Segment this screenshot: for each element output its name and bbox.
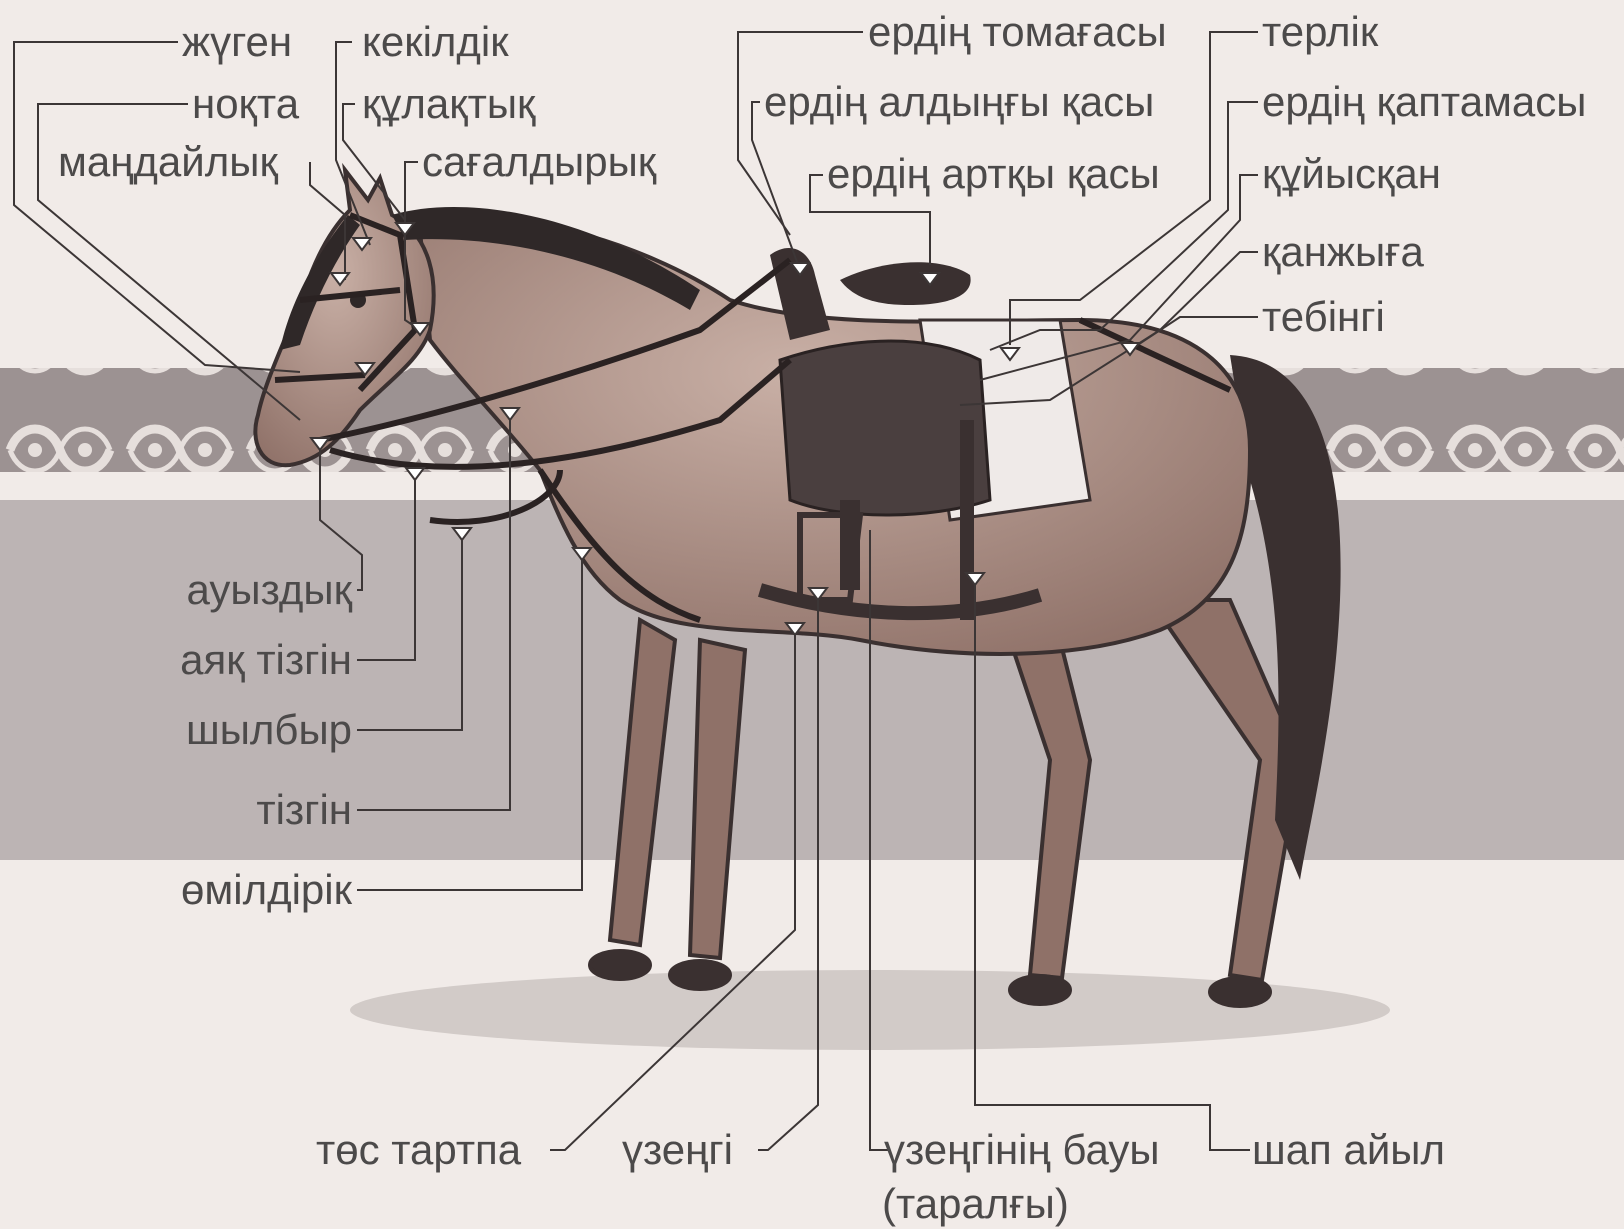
- label-mandaylyk: маңдайлық: [58, 138, 278, 186]
- label-shap-ayil: шап айыл: [1252, 1126, 1445, 1174]
- label-zhugen: жүген: [182, 18, 292, 66]
- label-kekildik: кекілдік: [362, 18, 509, 66]
- label-uzenginin-bauy: үзеңгінің бауы: [884, 1126, 1160, 1174]
- label-kanzhyga: қанжыға: [1262, 228, 1424, 276]
- label-tebingi: тебінгі: [1262, 293, 1385, 341]
- label-tos-tartpa: төс тартпа: [316, 1126, 521, 1174]
- label-shylbyr: шылбыр: [40, 706, 352, 754]
- label-kulaktyk: құлақтық: [362, 80, 535, 128]
- label-omildirik: өмілдірік: [40, 866, 352, 914]
- label-taralgy: (таралғы): [882, 1180, 1069, 1228]
- label-uzengi: үзеңгі: [622, 1126, 733, 1174]
- label-erdin-kaptamasy: ердің қаптамасы: [1262, 78, 1586, 126]
- label-terlik: терлік: [1262, 8, 1378, 56]
- label-nokta: ноқта: [192, 80, 299, 128]
- label-tizgin: тізгін: [40, 786, 352, 834]
- label-erdin-tomagasy: ердің томағасы: [868, 8, 1167, 56]
- label-kuyiskan: құйысқан: [1262, 150, 1441, 198]
- label-auyzdyk: ауыздық: [40, 566, 352, 614]
- label-sagaldyryk: сағалдырық: [422, 138, 656, 186]
- label-ayak-tizgin: аяқ тізгін: [40, 636, 352, 684]
- label-erdin-artky-kasy: ердің артқы қасы: [827, 150, 1160, 198]
- label-erdin-aldyngy-kasy: ердің алдыңғы қасы: [764, 78, 1154, 126]
